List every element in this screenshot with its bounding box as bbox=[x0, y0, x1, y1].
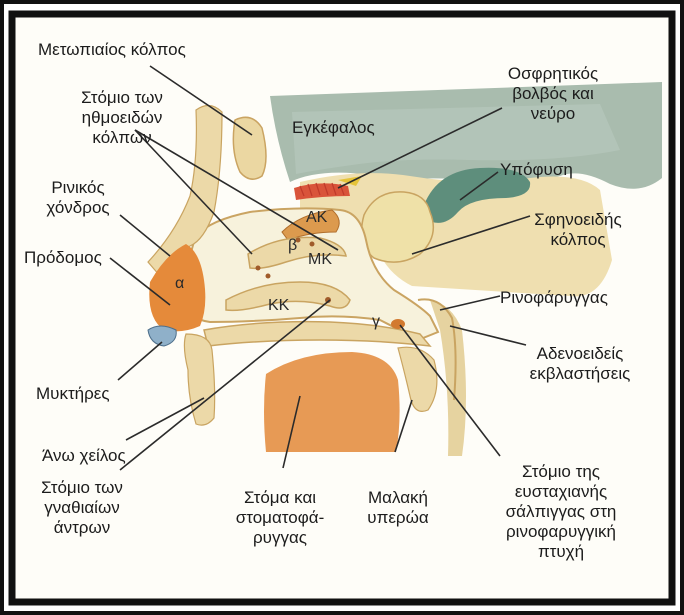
marker-beta: β bbox=[288, 236, 297, 256]
marker-ak: ΑΚ bbox=[306, 208, 327, 228]
label-pituitary: Υπόφυση bbox=[500, 160, 573, 180]
label-nasal-cartilage: Ρινικός χόνδρος bbox=[28, 178, 128, 218]
label-mouth-oropharynx: Στόμα και στοματοφά- ρυγγας bbox=[210, 488, 350, 548]
label-soft-palate: Μαλακή υπερώα bbox=[348, 488, 448, 528]
label-sphenoid-sinus: Σφηνοειδής κόλπος bbox=[518, 210, 638, 250]
label-nasopharynx: Ρινοφάρυγγας bbox=[500, 288, 608, 308]
label-eustachian-ostium: Στόμιο της ευσταχιανής σάλπιγγας στη ριν… bbox=[486, 462, 636, 562]
marker-mk: ΜΚ bbox=[308, 250, 332, 270]
label-nostrils: Μυκτήρες bbox=[36, 384, 110, 404]
label-upper-lip: Άνω χείλος bbox=[42, 446, 126, 466]
label-vestibule: Πρόδομος bbox=[24, 248, 102, 268]
marker-gamma: γ bbox=[372, 312, 380, 332]
label-maxillary-ostium: Στόμιο των γναθιαίων άντρων bbox=[22, 478, 142, 538]
label-frontal-sinus: Μετωπιαίος κόλπος bbox=[38, 40, 186, 60]
label-brain: Εγκέφαλος bbox=[292, 118, 375, 138]
label-olfactory-bulb: Οσφρητικός βολβός και νεύρο bbox=[488, 64, 618, 124]
label-ethmoid-ostium: Στόμιο των ηθμοειδών κόλπων bbox=[52, 88, 192, 148]
marker-kk: ΚΚ bbox=[268, 296, 289, 316]
label-adenoids: Αδενοειδείς εκβλαστήσεις bbox=[510, 344, 650, 384]
marker-alpha: α bbox=[175, 274, 184, 294]
